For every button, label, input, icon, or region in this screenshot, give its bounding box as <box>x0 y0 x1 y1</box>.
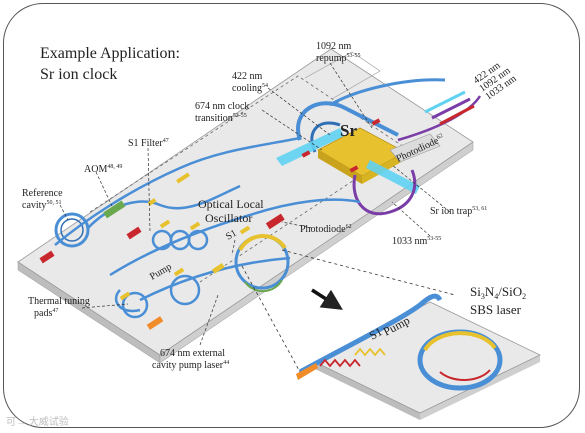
beam-422-left <box>276 128 344 166</box>
beam-in-1033 <box>439 104 475 126</box>
inset-top <box>314 301 541 414</box>
olo-ring-5 <box>169 274 201 306</box>
trap-electrode-side <box>318 150 362 184</box>
label-1033: 1033 nm53-55 <box>392 236 441 247</box>
label-ext-laser-2: cavity pump laser44 <box>152 360 229 371</box>
beam-422-right <box>366 160 420 194</box>
chip-top <box>17 48 474 356</box>
s1-filter-ring-3 <box>187 229 209 251</box>
trap-pad-2 <box>349 165 359 173</box>
gold-pad-3 <box>211 263 225 274</box>
reference-cavity-pad <box>39 250 55 264</box>
label-olo-1: Optical Local <box>198 197 264 211</box>
beam-in-1092 <box>431 97 471 120</box>
label-sbs-laser: SBS laser <box>470 302 522 317</box>
label-inset-s1: S1 <box>367 324 385 342</box>
zoom-dash-2 <box>281 249 456 296</box>
label-reference-cavity-b: cavity50, 51 <box>22 200 61 211</box>
gold-pad-6 <box>239 225 251 235</box>
reference-cavity-ring-inner <box>60 218 84 242</box>
gold-pad-8 <box>147 198 157 206</box>
ext-laser-pad <box>146 316 164 330</box>
sbs-resonator-green <box>244 279 283 293</box>
label-thermal-1: Thermal tuning <box>28 296 90 307</box>
gold-pad-4 <box>173 267 185 277</box>
label-cooling-422: 422 nm <box>232 71 263 82</box>
title-line-2: Sr ion clock <box>40 66 117 83</box>
reference-cavity-ring <box>54 212 90 248</box>
label-sr-ion-trap: Sr ion trap53, 61 <box>430 206 487 217</box>
label-thermal-2: pads47 <box>34 308 58 319</box>
label-sbs-material: Si3N4/SiO2 <box>470 284 526 301</box>
label-s1-filter: S1 Filter47 <box>128 138 169 149</box>
gold-pad-2 <box>189 221 201 231</box>
label-ext-laser-1: 674 nm external <box>160 348 225 359</box>
trap-photodiode <box>389 133 441 163</box>
label-cooling-422-b: cooling54 <box>232 83 268 94</box>
inset-zigzag <box>319 358 361 368</box>
title-line-1: Example Application: <box>40 45 180 62</box>
zoom-arrow <box>311 288 343 310</box>
label-reference-cavity: Reference <box>22 188 63 199</box>
inset-side-r <box>420 355 540 420</box>
label-clock-674-b: transition53-55 <box>195 113 247 124</box>
sr-ion-trap <box>276 78 482 216</box>
gold-pad-1 <box>159 219 171 229</box>
olo-bus-3 <box>109 198 361 277</box>
trap-waveguide-outer <box>296 101 399 141</box>
gold-pad-5 <box>119 291 131 301</box>
inset-zigzag-2 <box>354 347 386 357</box>
olo-ring-4 <box>121 291 149 319</box>
olo-bus-1 <box>54 136 301 246</box>
inset-ring-red <box>439 369 491 382</box>
inset-bus <box>298 293 443 375</box>
label-repump-1092: 1092 nm <box>316 41 352 52</box>
beam-in-422 <box>424 90 466 114</box>
olo-circuit <box>39 136 361 330</box>
label-repump-1092-b: repump53-55 <box>316 53 361 64</box>
leader-lines <box>59 62 451 346</box>
label-clock-674: 674 nm clock <box>195 101 249 112</box>
trap-zone-lines <box>304 51 381 100</box>
trap-pad-1 <box>301 150 311 158</box>
main-chip <box>17 48 474 364</box>
trap-waveguide-purple <box>352 169 417 216</box>
zoom-dash-1 <box>241 265 301 373</box>
sbs-resonator-gain <box>238 233 287 252</box>
trap-waveguide-top <box>329 78 446 107</box>
sbs-inset-chip <box>296 293 541 420</box>
watermark: 可→ 大威试验 <box>6 417 69 428</box>
olo-bus-5 <box>114 289 141 313</box>
label-aom: AOM48, 49 <box>84 164 122 175</box>
label-olo-2: Oscillator <box>205 211 252 225</box>
inset-side <box>315 362 420 420</box>
aom-pad <box>103 200 126 219</box>
photodiode-pad <box>265 213 285 230</box>
label-s1: S1 <box>224 228 239 243</box>
rounded-frame <box>3 3 580 428</box>
inset-pump-beam <box>296 363 318 380</box>
gold-pad-7 <box>176 172 190 184</box>
inset-ring-gain <box>423 331 497 352</box>
trap-pad-3 <box>371 118 381 126</box>
label-sr: Sr <box>340 121 357 140</box>
s1-filter-pad <box>126 226 142 240</box>
label-chip-photodiode: Photodiode62 <box>300 224 352 235</box>
